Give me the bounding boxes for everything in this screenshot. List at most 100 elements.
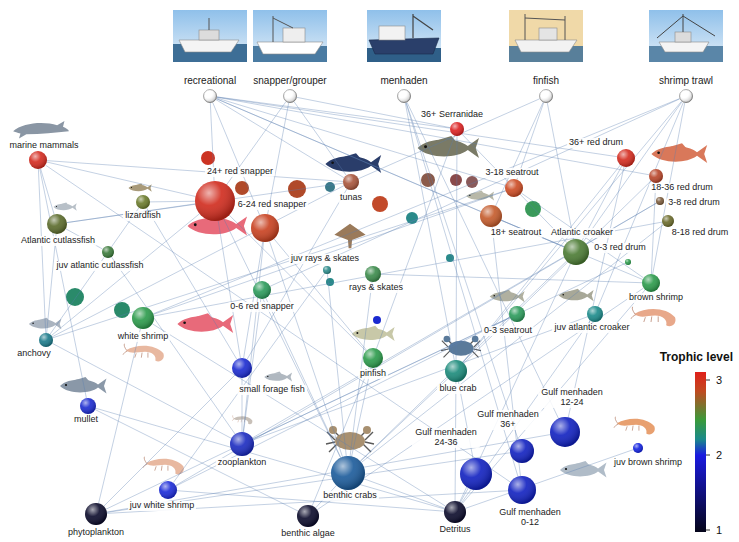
- species-node: 3-8 red drum: [656, 197, 664, 205]
- species-label: benthic crabs: [321, 491, 379, 501]
- animal-picture: [60, 377, 107, 394]
- fleet-photo: [173, 10, 247, 62]
- food-web-link: [176, 203, 657, 485]
- species-node: juv atlantic croaker: [587, 306, 603, 322]
- species-label: blue crab: [437, 384, 478, 394]
- food-web-link: [327, 274, 346, 456]
- food-web-link: [405, 103, 473, 458]
- node-sphere: [510, 439, 534, 463]
- node-sphere: [29, 151, 47, 169]
- node-sphere: [283, 89, 297, 103]
- node-sphere: [550, 417, 580, 447]
- food-web-link: [460, 264, 571, 502]
- species-node: 24+ red snapper: [195, 181, 235, 221]
- food-web-link: [107, 435, 550, 513]
- species-label: 3-18 seatrout: [483, 168, 540, 178]
- node-sphere: [398, 90, 411, 103]
- node-sphere: [297, 505, 319, 527]
- food-web-link: [492, 227, 520, 476]
- node-sphere: [365, 266, 381, 282]
- food-web-link: [583, 102, 681, 242]
- node-sphere: [550, 417, 580, 447]
- food-web-link: [360, 379, 448, 462]
- node-sphere: [323, 266, 331, 274]
- species-label: 0-6 red snapper: [228, 302, 296, 312]
- animal-picture: [13, 121, 69, 139]
- node-sphere: [232, 358, 252, 378]
- node-sphere: [450, 122, 464, 136]
- food-web-link: [352, 368, 371, 457]
- node-shine: [136, 195, 150, 209]
- node-sphere: [649, 169, 663, 183]
- node-sphere: [232, 358, 252, 378]
- node-sphere: [649, 169, 663, 183]
- fleet-node: shrimp trawl: [679, 89, 693, 103]
- node-shine: [323, 266, 331, 274]
- node-shine: [625, 259, 631, 265]
- species-label: Gulf menhaden 12-24: [538, 388, 606, 408]
- node-sphere: [617, 149, 635, 167]
- node-shine: [460, 458, 492, 490]
- node-sphere: [625, 259, 631, 265]
- fleet-label: shrimp trawl: [657, 75, 715, 86]
- species-node: juv white shrimp: [159, 481, 177, 499]
- fleet-photo: [379, 26, 405, 40]
- unlabelled-node: [525, 201, 541, 217]
- fleet-label: recreational: [182, 75, 238, 86]
- animal-picture: [177, 313, 233, 333]
- node-shine: [230, 432, 254, 456]
- species-node: 6-24 red snapper: [251, 214, 279, 242]
- species-label: tunas: [338, 193, 364, 203]
- species-node: juv rays & skates: [323, 266, 331, 274]
- food-web-link: [150, 201, 195, 203]
- food-web-link: [53, 191, 506, 338]
- food-web-link: [407, 102, 558, 418]
- species-node: 36+ red drum: [617, 149, 635, 167]
- fleet-node: snapper/grouper: [283, 89, 297, 103]
- node-sphere: [159, 481, 177, 499]
- node-sphere: [80, 398, 96, 414]
- food-web-link: [95, 410, 298, 512]
- species-label: 24+ red snapper: [205, 167, 275, 177]
- food-web-link: [217, 97, 649, 175]
- node-sphere: [508, 476, 536, 504]
- node-shine: [633, 443, 643, 453]
- species-node: tunas: [343, 174, 359, 190]
- species-label: lizardfish: [123, 211, 163, 221]
- node-shine: [47, 214, 67, 234]
- unlabelled-node: [326, 278, 334, 286]
- node-sphere: [656, 197, 664, 205]
- food-web-link: [47, 162, 196, 196]
- animal-picture: [123, 344, 164, 362]
- node-sphere: [159, 481, 177, 499]
- species-label: Gulf menhaden 24-36: [412, 428, 480, 448]
- animal-picture: [559, 289, 594, 301]
- node-shine: [283, 89, 297, 103]
- species-label: brown shrimp: [627, 293, 685, 303]
- food-web-link: [406, 103, 518, 440]
- fleet-node: recreational: [203, 89, 217, 103]
- node-shine: [253, 281, 271, 299]
- node-sphere: [195, 181, 235, 221]
- colorbar-tick: 2: [714, 449, 724, 461]
- food-web-link: [41, 169, 55, 215]
- node-shine: [445, 360, 467, 382]
- food-web-link: [568, 167, 624, 418]
- trophic-colorbar: [706, 380, 710, 530]
- node-sphere: [47, 214, 67, 234]
- node-sphere: [323, 266, 331, 274]
- node-sphere: [284, 90, 297, 103]
- node-shine: [343, 174, 359, 190]
- node-sphere: [363, 348, 383, 368]
- food-web-link: [154, 222, 662, 316]
- species-label: 0-3 seatrout: [482, 326, 534, 336]
- species-node: pinfish: [363, 348, 383, 368]
- node-sphere: [633, 443, 643, 453]
- animal-picture: [651, 143, 707, 163]
- node-shine: [550, 417, 580, 447]
- node-sphere: [85, 503, 107, 525]
- species-label: small forage fish: [237, 385, 307, 395]
- node-sphere: [363, 348, 383, 368]
- node-shine: [397, 89, 411, 103]
- node-shine: [510, 439, 534, 463]
